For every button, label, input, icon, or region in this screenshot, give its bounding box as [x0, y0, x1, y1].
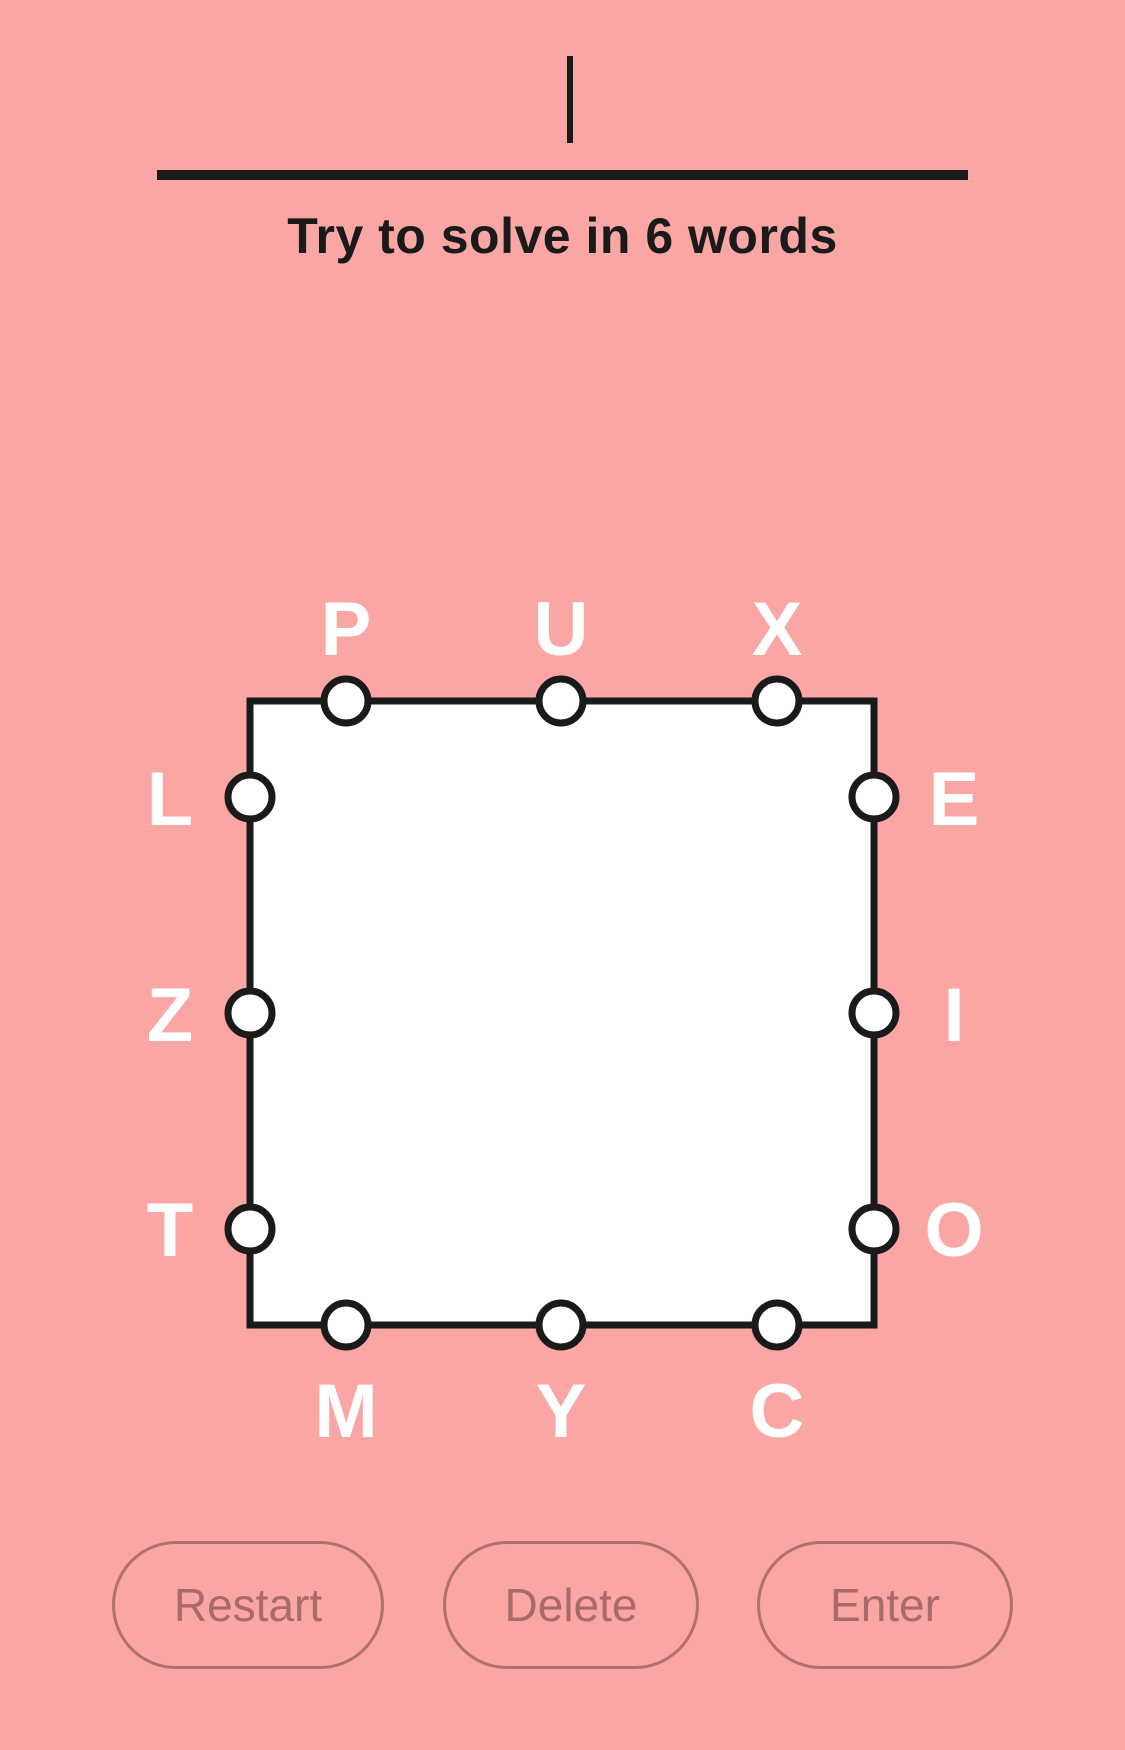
letter-left-3[interactable]: T	[147, 1188, 193, 1273]
node-top-2[interactable]	[535, 675, 587, 727]
letter-left-1[interactable]: L	[147, 757, 193, 842]
node-bottom-3[interactable]	[751, 1299, 803, 1351]
letter-right-1[interactable]: E	[929, 757, 980, 842]
node-right-1[interactable]	[848, 771, 900, 823]
node-left-3[interactable]	[224, 1203, 276, 1255]
node-right-3[interactable]	[848, 1203, 900, 1255]
letter-right-2[interactable]: I	[943, 973, 964, 1058]
node-top-1[interactable]	[320, 675, 372, 727]
letter-top-2[interactable]: U	[534, 587, 589, 672]
letter-bottom-1[interactable]: M	[314, 1369, 377, 1454]
enter-button[interactable]: Enter	[757, 1541, 1013, 1669]
text-caret	[567, 56, 573, 143]
letter-box-board: P U X L Z T E I O M Y C	[147, 587, 984, 1454]
restart-button[interactable]: Restart	[112, 1541, 384, 1669]
word-input-area	[157, 0, 968, 180]
node-left-2[interactable]	[224, 987, 276, 1039]
letter-left-2[interactable]: Z	[147, 973, 193, 1058]
letter-right-3[interactable]: O	[924, 1188, 983, 1273]
node-bottom-1[interactable]	[320, 1299, 372, 1351]
node-right-2[interactable]	[848, 987, 900, 1039]
node-bottom-2[interactable]	[535, 1299, 587, 1351]
delete-button[interactable]: Delete	[443, 1541, 699, 1669]
letter-bottom-3[interactable]: C	[750, 1369, 805, 1454]
word-underline	[157, 170, 968, 180]
hint-text: Try to solve in 6 words	[287, 208, 838, 264]
letter-box-square	[246, 697, 878, 1329]
node-left-1[interactable]	[224, 771, 276, 823]
letter-top-3[interactable]: X	[752, 587, 803, 672]
node-top-3[interactable]	[751, 675, 803, 727]
letter-top-1[interactable]: P	[321, 587, 372, 672]
letter-bottom-2[interactable]: Y	[536, 1369, 587, 1454]
